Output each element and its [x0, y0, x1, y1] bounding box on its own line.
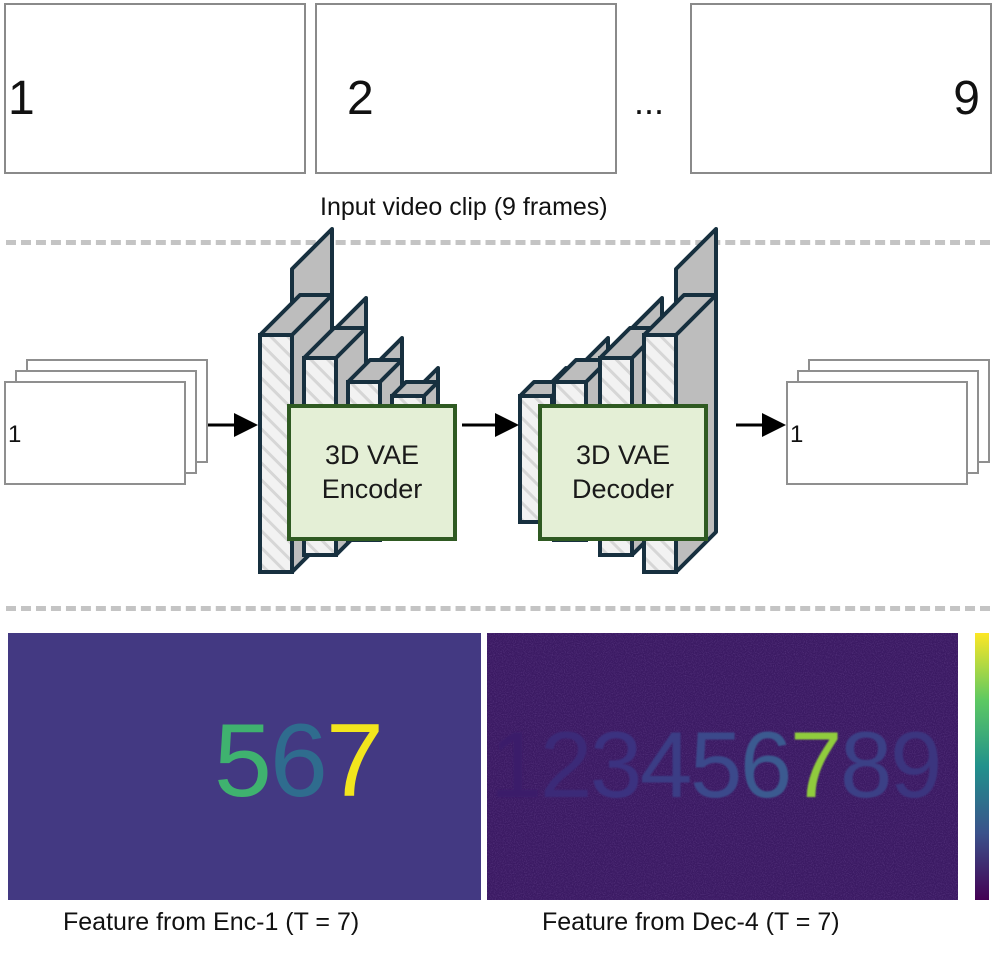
section-divider — [6, 240, 990, 245]
enc-feature-caption: Feature from Enc-1 (T = 7) — [63, 908, 360, 936]
feature-digit-7: 7 — [790, 712, 842, 817]
dec-feature-noise — [487, 633, 958, 900]
feature-digit-5: 5 — [214, 703, 272, 819]
input-frame-1: 1 — [4, 3, 306, 174]
input-clip-caption: Input video clip (9 frames) — [320, 193, 608, 221]
frame-number: 2 — [347, 72, 374, 125]
stack-frame-number: 1 — [790, 421, 804, 448]
enc-feature-digits: 567 — [214, 703, 384, 819]
dec-feature-map — [487, 633, 958, 900]
frame-number: 9 — [953, 72, 980, 125]
input-frame-9: 9 — [690, 3, 992, 174]
feature-digit-2: 2 — [540, 712, 592, 817]
feature-digit-6: 6 — [740, 712, 792, 817]
feature-digit-6: 6 — [270, 703, 328, 819]
feature-digit-3: 3 — [590, 712, 642, 817]
feature-digit-5: 5 — [690, 712, 742, 817]
encoder-label-line1: 3D VAE — [324, 439, 420, 470]
section-divider — [6, 606, 990, 611]
stack-frame-number: 1 — [8, 421, 22, 448]
colorbar — [975, 633, 989, 900]
enc-feature-map — [8, 633, 481, 900]
feature-digit-9: 9 — [890, 712, 942, 817]
decoder-label-box: 3D VAE Decoder — [538, 404, 708, 541]
feature-digit-8: 8 — [840, 712, 892, 817]
feature-digit-1: 1 — [490, 712, 542, 817]
input-frame-2: 2 — [315, 3, 617, 174]
decoder-label-line1: 3D VAE — [575, 439, 671, 470]
dec-feature-caption: Feature from Dec-4 (T = 7) — [542, 908, 840, 936]
colorbar-gradient — [975, 633, 989, 900]
stack-card-front: 1 — [4, 381, 186, 485]
frames-ellipsis: ... — [634, 81, 665, 122]
encoder-label-line2: Encoder — [321, 473, 423, 504]
frame-number: 1 — [8, 72, 35, 125]
decoder-label-line2: Decoder — [571, 473, 675, 504]
feature-digit-4: 4 — [640, 712, 692, 817]
encoder-label-box: 3D VAE Encoder — [287, 404, 457, 541]
feature-digit-7: 7 — [326, 703, 384, 819]
stack-card-front: 1 — [786, 381, 968, 485]
